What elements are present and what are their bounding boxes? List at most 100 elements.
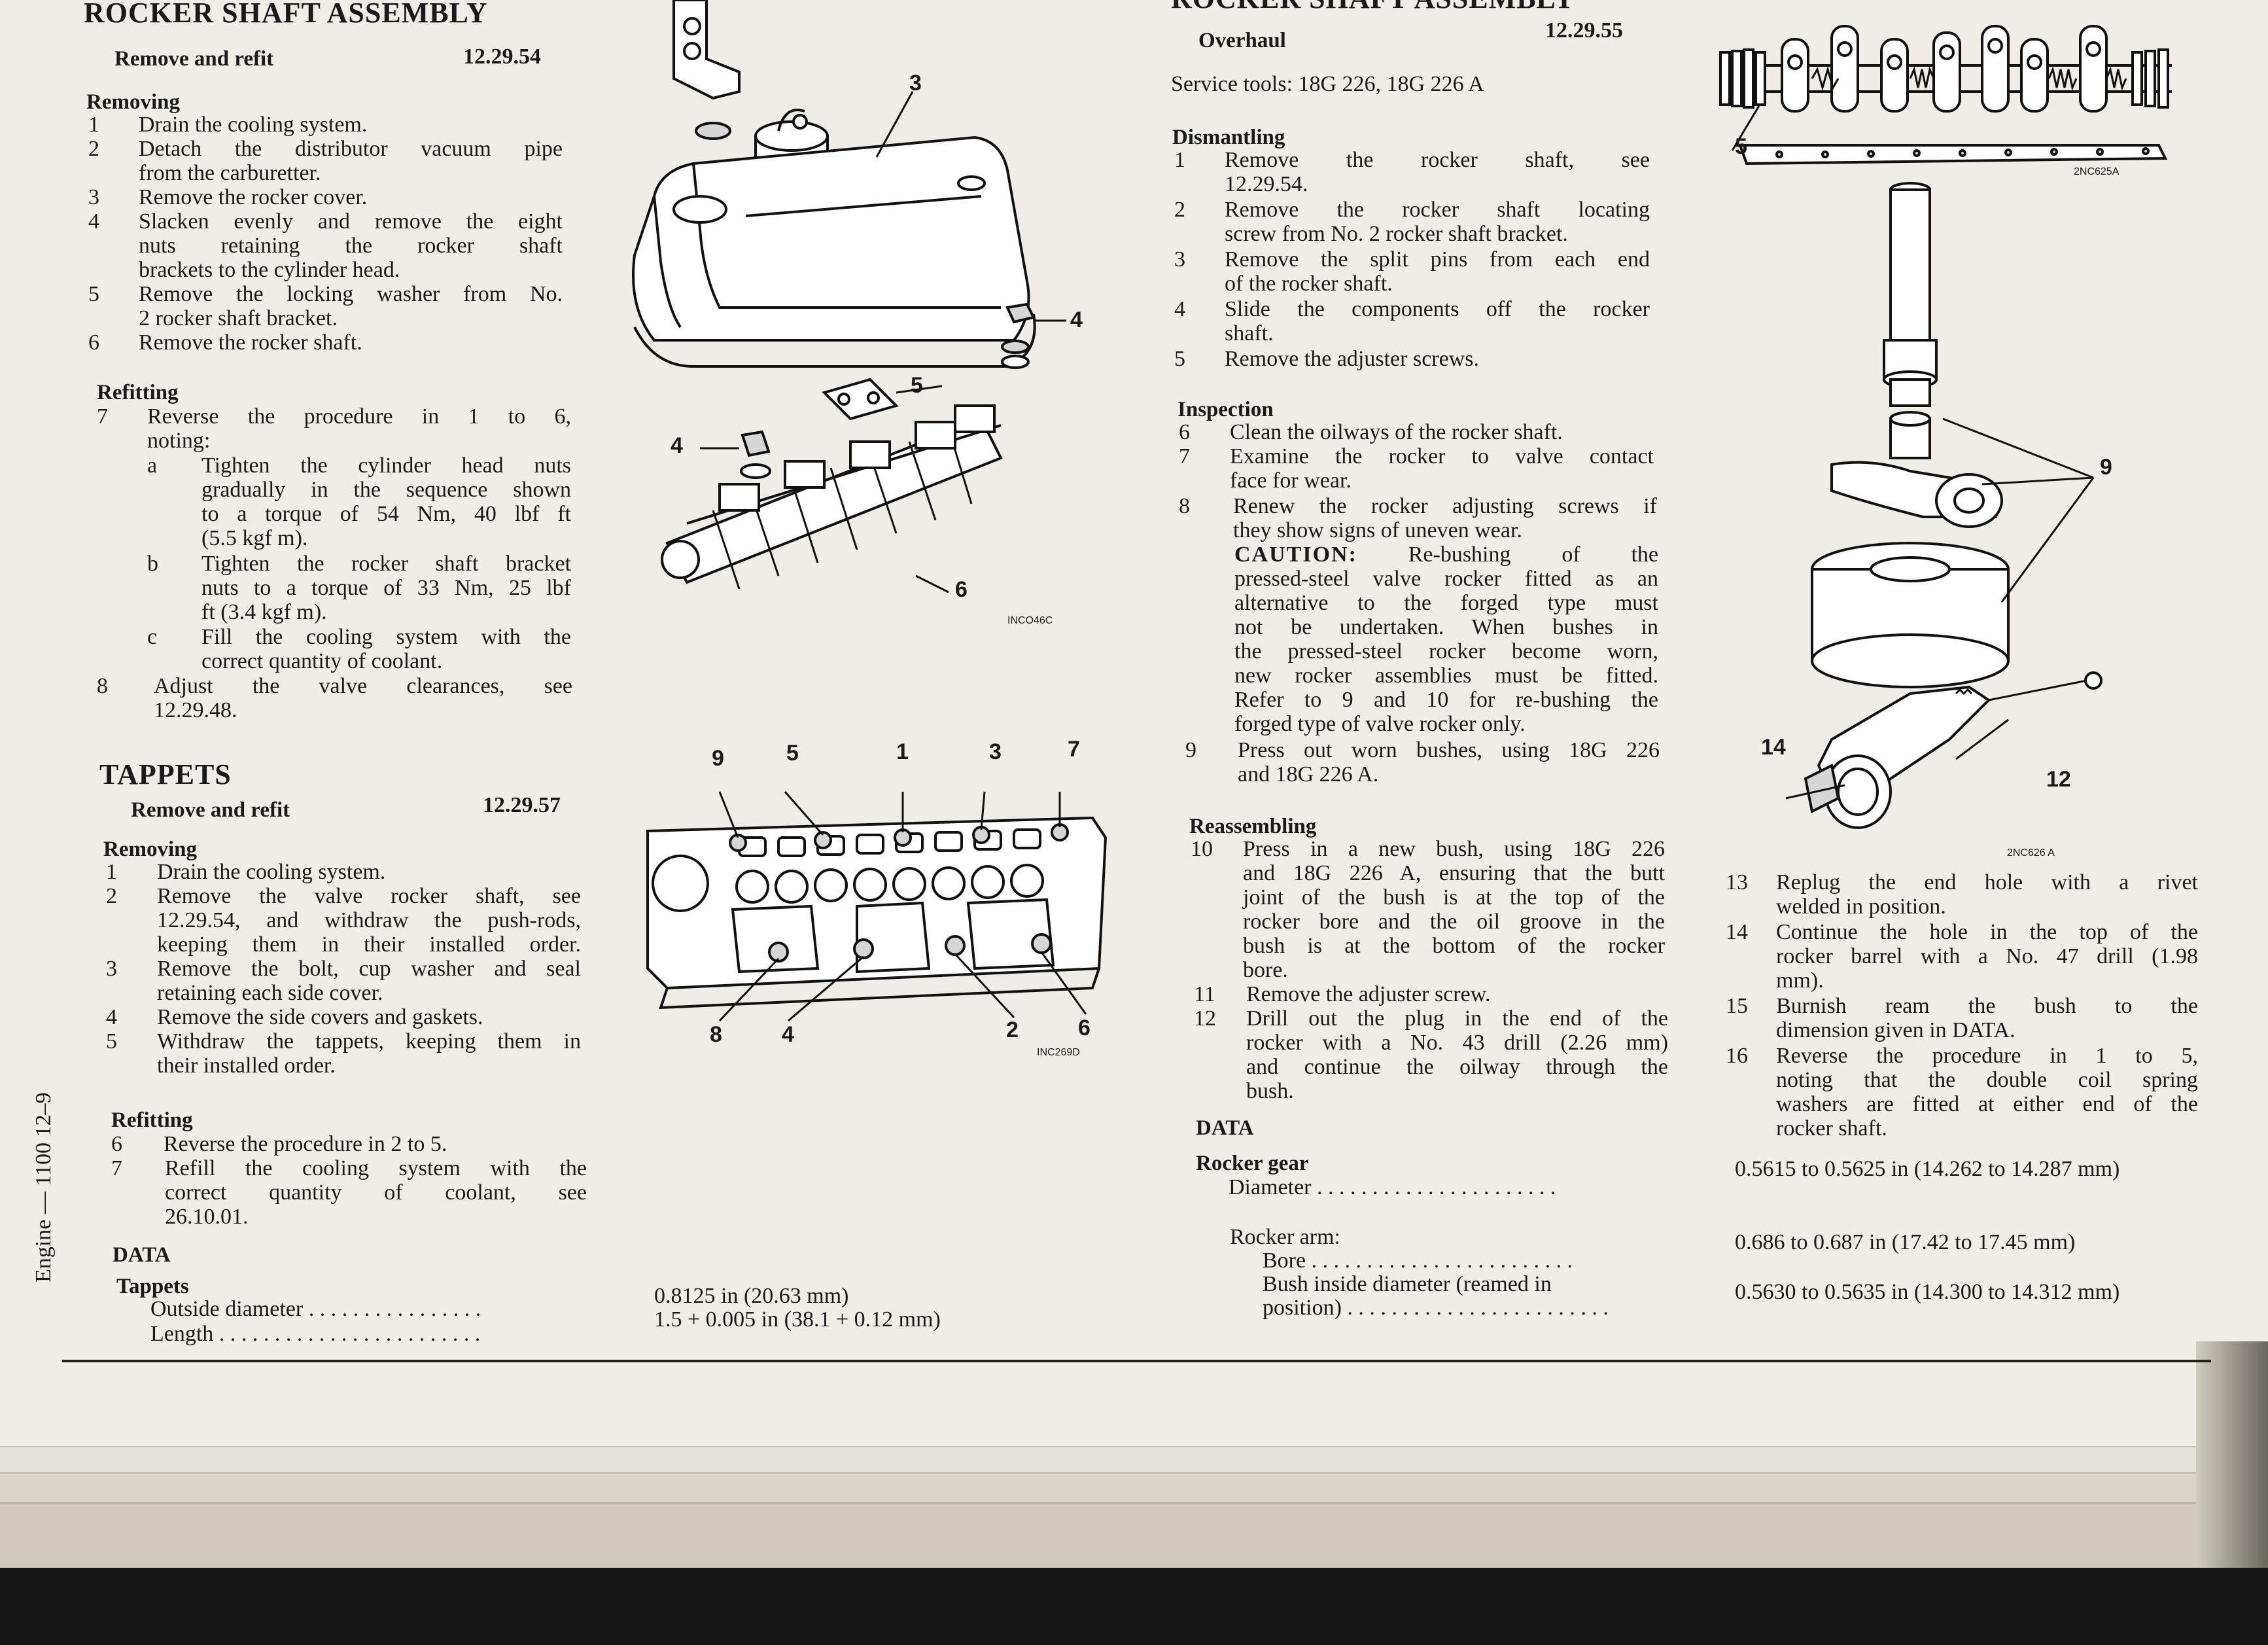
figure-code: 2NC626 A [2007, 847, 2055, 858]
inspection-heading: Inspection [1178, 398, 1274, 421]
step-number: 15 [1726, 994, 1748, 1018]
step-number: 1 [88, 113, 99, 137]
figure-code: INCO46C [1007, 615, 1053, 626]
step-text: Reverse the procedure in 1 to 5, [1776, 1044, 2198, 1068]
stud-bracket-icon [672, 0, 741, 100]
sub-step-text: gradually in the sequence shown [201, 478, 571, 502]
page-side-label: Engine — 1100 12–9 [31, 1092, 56, 1282]
step-number: 16 [1726, 1044, 1748, 1068]
data-label: Bush inside diameter (reamed in [1263, 1272, 1552, 1296]
step-text: correct quantity of coolant, see [165, 1180, 587, 1205]
nut-washer-icon [1001, 302, 1036, 369]
caution-text: the pressed-steel rocker become worn, [1234, 639, 1658, 663]
sub-step-text: Tighten the rocker shaft bracket [201, 552, 571, 576]
step-text: mm). [1776, 968, 1824, 993]
caution-text: pressed-steel valve rocker fitted as an [1234, 567, 1658, 591]
step-number: 5 [1174, 347, 1185, 371]
data-value: 0.8125 in (20.63 mm) [654, 1284, 849, 1308]
step-text: Remove the side covers and gaskets. [157, 1005, 483, 1029]
reassembling-heading: Reassembling [1189, 815, 1317, 838]
step-number: 11 [1194, 982, 1215, 1006]
tappets-subtitle: Remove and refit [131, 798, 290, 822]
step-number: 3 [1174, 247, 1185, 272]
binding-shadow [2196, 1341, 2268, 1603]
callout: 3 [909, 71, 922, 96]
step-text: Slide the components off the rocker [1225, 297, 1650, 321]
step-text: Slacken evenly and remove the eight [139, 209, 563, 234]
sub-step-letter: b [147, 552, 158, 576]
step-text: rocker bore and the oil groove in the [1243, 910, 1665, 934]
sub-step-letter: a [147, 453, 158, 478]
step-number: 10 [1191, 837, 1213, 861]
step-number: 4 [1174, 297, 1185, 321]
callout: 9 [2100, 455, 2112, 480]
step-number: 8 [97, 674, 108, 698]
step-text: Replug the end hole with a rivet [1776, 870, 2198, 894]
step-text: washers are fitted at either end of the [1776, 1092, 2198, 1116]
service-tools: Service tools: 18G 226, 18G 226 A [1171, 72, 1484, 96]
step-text: screw from No. 2 rocker shaft bracket. [1225, 222, 1568, 246]
data-subheading: Rocker arm: [1230, 1225, 1340, 1249]
step-text: their installed order. [157, 1053, 336, 1078]
callout: 12 [2046, 767, 2071, 792]
step-text: Withdraw the tappets, keeping them in [157, 1029, 581, 1053]
step-number: 1 [1174, 148, 1185, 172]
step-text: rocker with a No. 43 drill (2.26 mm) [1246, 1031, 1668, 1055]
overhaul-title: ROCKER SHAFT ASSEMBLY [1171, 0, 1575, 15]
data-label: position) . . . . . . . . . . . . . . . … [1263, 1296, 1609, 1320]
figure-code: 2NC625A [2074, 166, 2120, 177]
caution-text: new rocker assemblies must be fitted. [1234, 663, 1658, 688]
step-number: 7 [111, 1156, 122, 1180]
step-number: 9 [1185, 738, 1196, 762]
rocker-arm-icon [1830, 461, 2003, 528]
data-value: 1.5 + 0.005 in (38.1 + 0.12 mm) [654, 1307, 941, 1332]
step-text: Burnish ream the bush to the [1776, 994, 2198, 1018]
step-text: welded in position. [1776, 894, 1946, 919]
step-text: bush. [1246, 1079, 1294, 1103]
step-number: 7 [97, 404, 108, 429]
rocker-cover-icon [632, 135, 1036, 368]
step-text: Remove the rocker shaft. [139, 330, 362, 355]
step-number: 6 [1179, 420, 1190, 444]
data-label: Length . . . . . . . . . . . . . . . . .… [150, 1322, 481, 1346]
page-edge [0, 1446, 2268, 1474]
sub-step-text: (5.5 kgf m). [201, 526, 308, 550]
tappets-ref: 12.29.57 [483, 793, 561, 817]
data-label: Bore . . . . . . . . . . . . . . . . . .… [1263, 1248, 1573, 1273]
step-text: Press out worn bushes, using 18G 226 [1238, 738, 1660, 762]
rocker-title: ROCKER SHAFT ASSEMBLY [84, 0, 488, 29]
step-number: 12 [1194, 1006, 1216, 1031]
figure-code: INC269D [1037, 1047, 1080, 1058]
step-text: Clean the oilways of the rocker shaft. [1230, 420, 1563, 444]
bush-icon [1889, 411, 1931, 459]
step-text: Remove the rocker cover. [139, 185, 368, 209]
service-tool-mandrel-icon [1883, 182, 1938, 407]
removing-heading: Removing [103, 838, 197, 861]
step-text: 26.10.01. [165, 1205, 249, 1229]
callout: 1 [896, 739, 909, 764]
callout: 4 [1070, 308, 1083, 332]
step-text: Adjust the valve clearances, see [154, 674, 572, 698]
dismantling-heading: Dismantling [1172, 126, 1285, 149]
step-number: 3 [106, 957, 117, 981]
step-text: and 18G 226 A. [1238, 762, 1379, 787]
overhaul-ref: 12.29.55 [1545, 18, 1623, 43]
nut-washer-icon [740, 430, 771, 479]
data-value: 0.5630 to 0.5635 in (14.300 to 14.312 mm… [1735, 1280, 2120, 1304]
refitting-heading: Refitting [97, 381, 179, 404]
data-value: 0.5615 to 0.5625 in (14.262 to 14.287 mm… [1735, 1157, 2120, 1181]
step-text: Remove the adjuster screws. [1225, 347, 1479, 371]
cylinder-head-sequence-figure [646, 791, 1108, 1022]
data-value: 0.686 to 0.687 in (17.42 to 17.45 mm) [1735, 1230, 2076, 1254]
step-number: 5 [106, 1029, 117, 1053]
data-subheading: Tappets [116, 1275, 189, 1298]
step-text: Continue the hole in the top of the [1776, 920, 2198, 944]
data-label: Diameter . . . . . . . . . . . . . . . .… [1229, 1175, 1556, 1199]
step-number: 2 [1174, 198, 1185, 222]
step-number: 7 [1179, 444, 1190, 469]
step-text: rocker shaft. [1776, 1116, 1887, 1141]
step-number: 4 [88, 209, 99, 234]
step-text: noting: [147, 429, 211, 453]
callout: 5 [1735, 134, 1747, 159]
